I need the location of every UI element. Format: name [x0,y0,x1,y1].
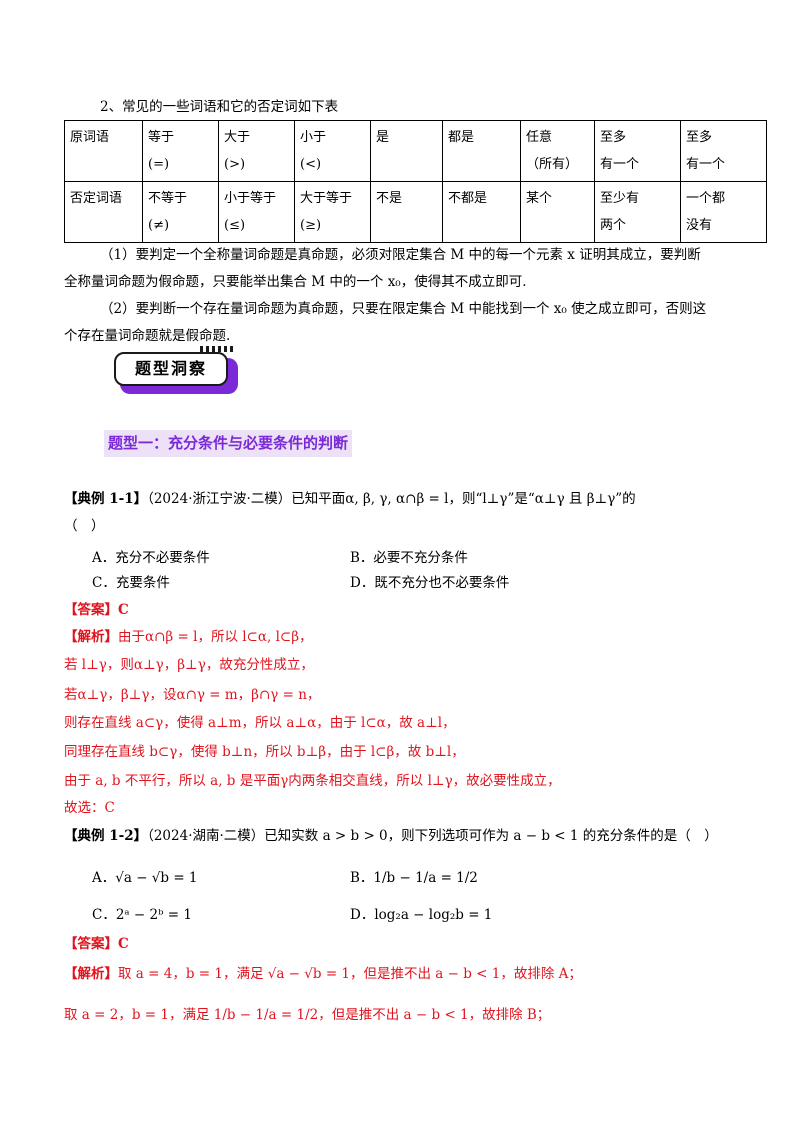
analysis-text: 取 a = 4，b = 1，满足 √a − √b = 1，但是推不出 a − b… [118,966,582,982]
answer-line: 【答案】C [64,932,129,952]
example-1-1-header: 【典例 1-1】（2024·浙江宁波·二模）已知平面α, β, γ, α∩β =… [64,487,636,507]
analysis-line-5: 同理存在直线 b⊂γ，使得 b⊥n，所以 b⊥β，由于 l⊂β，故 b⊥l， [64,744,465,760]
answer-line: 【答案】C [64,598,129,618]
table-cell: 原词语 [64,120,143,182]
analysis-line-b: 取 a = 2，b = 1，满足 1/b − 1/a = 1/2，但是推不出 a… [64,1007,551,1023]
section-badge: 题型洞察 [114,346,238,394]
section-title: 题型一：充分条件与必要条件的判断 [104,430,353,457]
analysis-line-7: 故选：C [64,800,115,816]
option-b: B．必要不充分条件 [350,550,468,566]
option-b: B．1/b − 1/a = 1/2 [350,870,478,886]
table-cell: 某个 [520,181,595,243]
example-tag: 【典例 1-2】 [64,828,148,844]
option-c: C．充要条件 [92,575,170,591]
table-cell: 小于等于 (≤) [218,181,295,243]
table-cell: 否定词语 [64,181,143,243]
analysis-tag: 【解析】 [64,629,118,645]
example-1-2-header: 【典例 1-2】（2024·湖南·二模）已知实数 a > b > 0，则下列选项… [64,824,718,844]
table-cell: 至多 有一个 [594,120,681,182]
words-table: 原词语等于 (=)大于 (>)小于 (<)是都是任意 （所有）至多 有一个至多 … [64,120,767,243]
analysis-text: 由于α∩β = l，所以 l⊂α, l⊂β， [118,629,313,645]
badge-dots-decoration [200,346,236,352]
analysis-line-6: 由于 a, b 不平行，所以 a, b 是平面γ内两条相交直线，所以 l⊥γ，故… [64,773,561,789]
table-cell: 一个都 没有 [680,181,767,243]
table-cell: 等于 (=) [142,120,219,182]
table-row: 原词语等于 (=)大于 (>)小于 (<)是都是任意 （所有）至多 有一个至多 … [64,120,767,182]
answer-tag: 【答案】 [64,602,118,618]
table-cell: 至少有 两个 [594,181,681,243]
analysis-line-1: 【解析】由于α∩β = l，所以 l⊂α, l⊂β， [64,625,313,645]
paragraph-1-line-2: 全称量词命题为假命题，只要能举出集合 M 中的一个 x₀，使得其不成立即可. [64,274,527,290]
analysis-line-3: 若α⊥γ，β⊥γ，设α∩γ = m，β∩γ = n， [64,687,321,703]
table-row: 否定词语不等于 (≠)小于等于 (≤)大于等于 (≥)不是不都是某个至少有 两个… [64,181,767,243]
option-d: D．既不充分也不必要条件 [350,575,510,591]
intro-text: 2、常见的一些词语和它的否定词如下表 [100,99,339,115]
table-cell: 不是 [370,181,443,243]
table-cell: 小于 (<) [294,120,371,182]
analysis-line-2: 若 l⊥γ，则α⊥γ，β⊥γ，故充分性成立， [64,657,314,673]
table-cell: 不都是 [442,181,521,243]
table-cell: 都是 [442,120,521,182]
badge-label: 题型洞察 [114,352,228,386]
analysis-tag: 【解析】 [64,966,118,982]
table-cell: 大于等于 (≥) [294,181,371,243]
paragraph-2-line-1: （2）要判断一个存在量词命题为真命题，只要在限定集合 M 中能找到一个 x₀ 使… [100,301,707,317]
paragraph-1-line-1: （1）要判定一个全称量词命题是真命题，必须对限定集合 M 中的每一个元素 x 证… [100,247,701,263]
example-question: （2024·浙江宁波·二模）已知平面α, β, γ, α∩β = l，则“l⊥γ… [147,491,636,507]
example-1-1-paren: （ ） [64,518,105,534]
table-cell: 不等于 (≠) [142,181,219,243]
option-d: D．log₂a − log₂b = 1 [350,907,493,923]
table-cell: 至多 有一个 [680,120,767,182]
answer-tag: 【答案】 [64,936,118,952]
analysis-line-a: 【解析】取 a = 4，b = 1，满足 √a − √b = 1，但是推不出 a… [64,962,582,982]
example-question: （2024·湖南·二模）已知实数 a > b > 0，则下列选项可作为 a − … [147,828,718,844]
option-a: A．充分不必要条件 [92,550,210,566]
example-tag: 【典例 1-1】 [64,491,148,507]
analysis-line-4: 则存在直线 a⊂γ，使得 a⊥m，所以 a⊥α，由于 l⊂α，故 a⊥l， [64,715,456,731]
answer-value: C [118,936,129,952]
option-c: C．2ᵃ − 2ᵇ = 1 [92,907,192,923]
answer-value: C [118,602,129,618]
option-a: A．√a − √b = 1 [92,870,198,886]
table-cell: 任意 （所有） [520,120,595,182]
table-cell: 是 [370,120,443,182]
paragraph-2-line-2: 个存在量词命题就是假命题. [64,328,231,344]
table-cell: 大于 (>) [218,120,295,182]
